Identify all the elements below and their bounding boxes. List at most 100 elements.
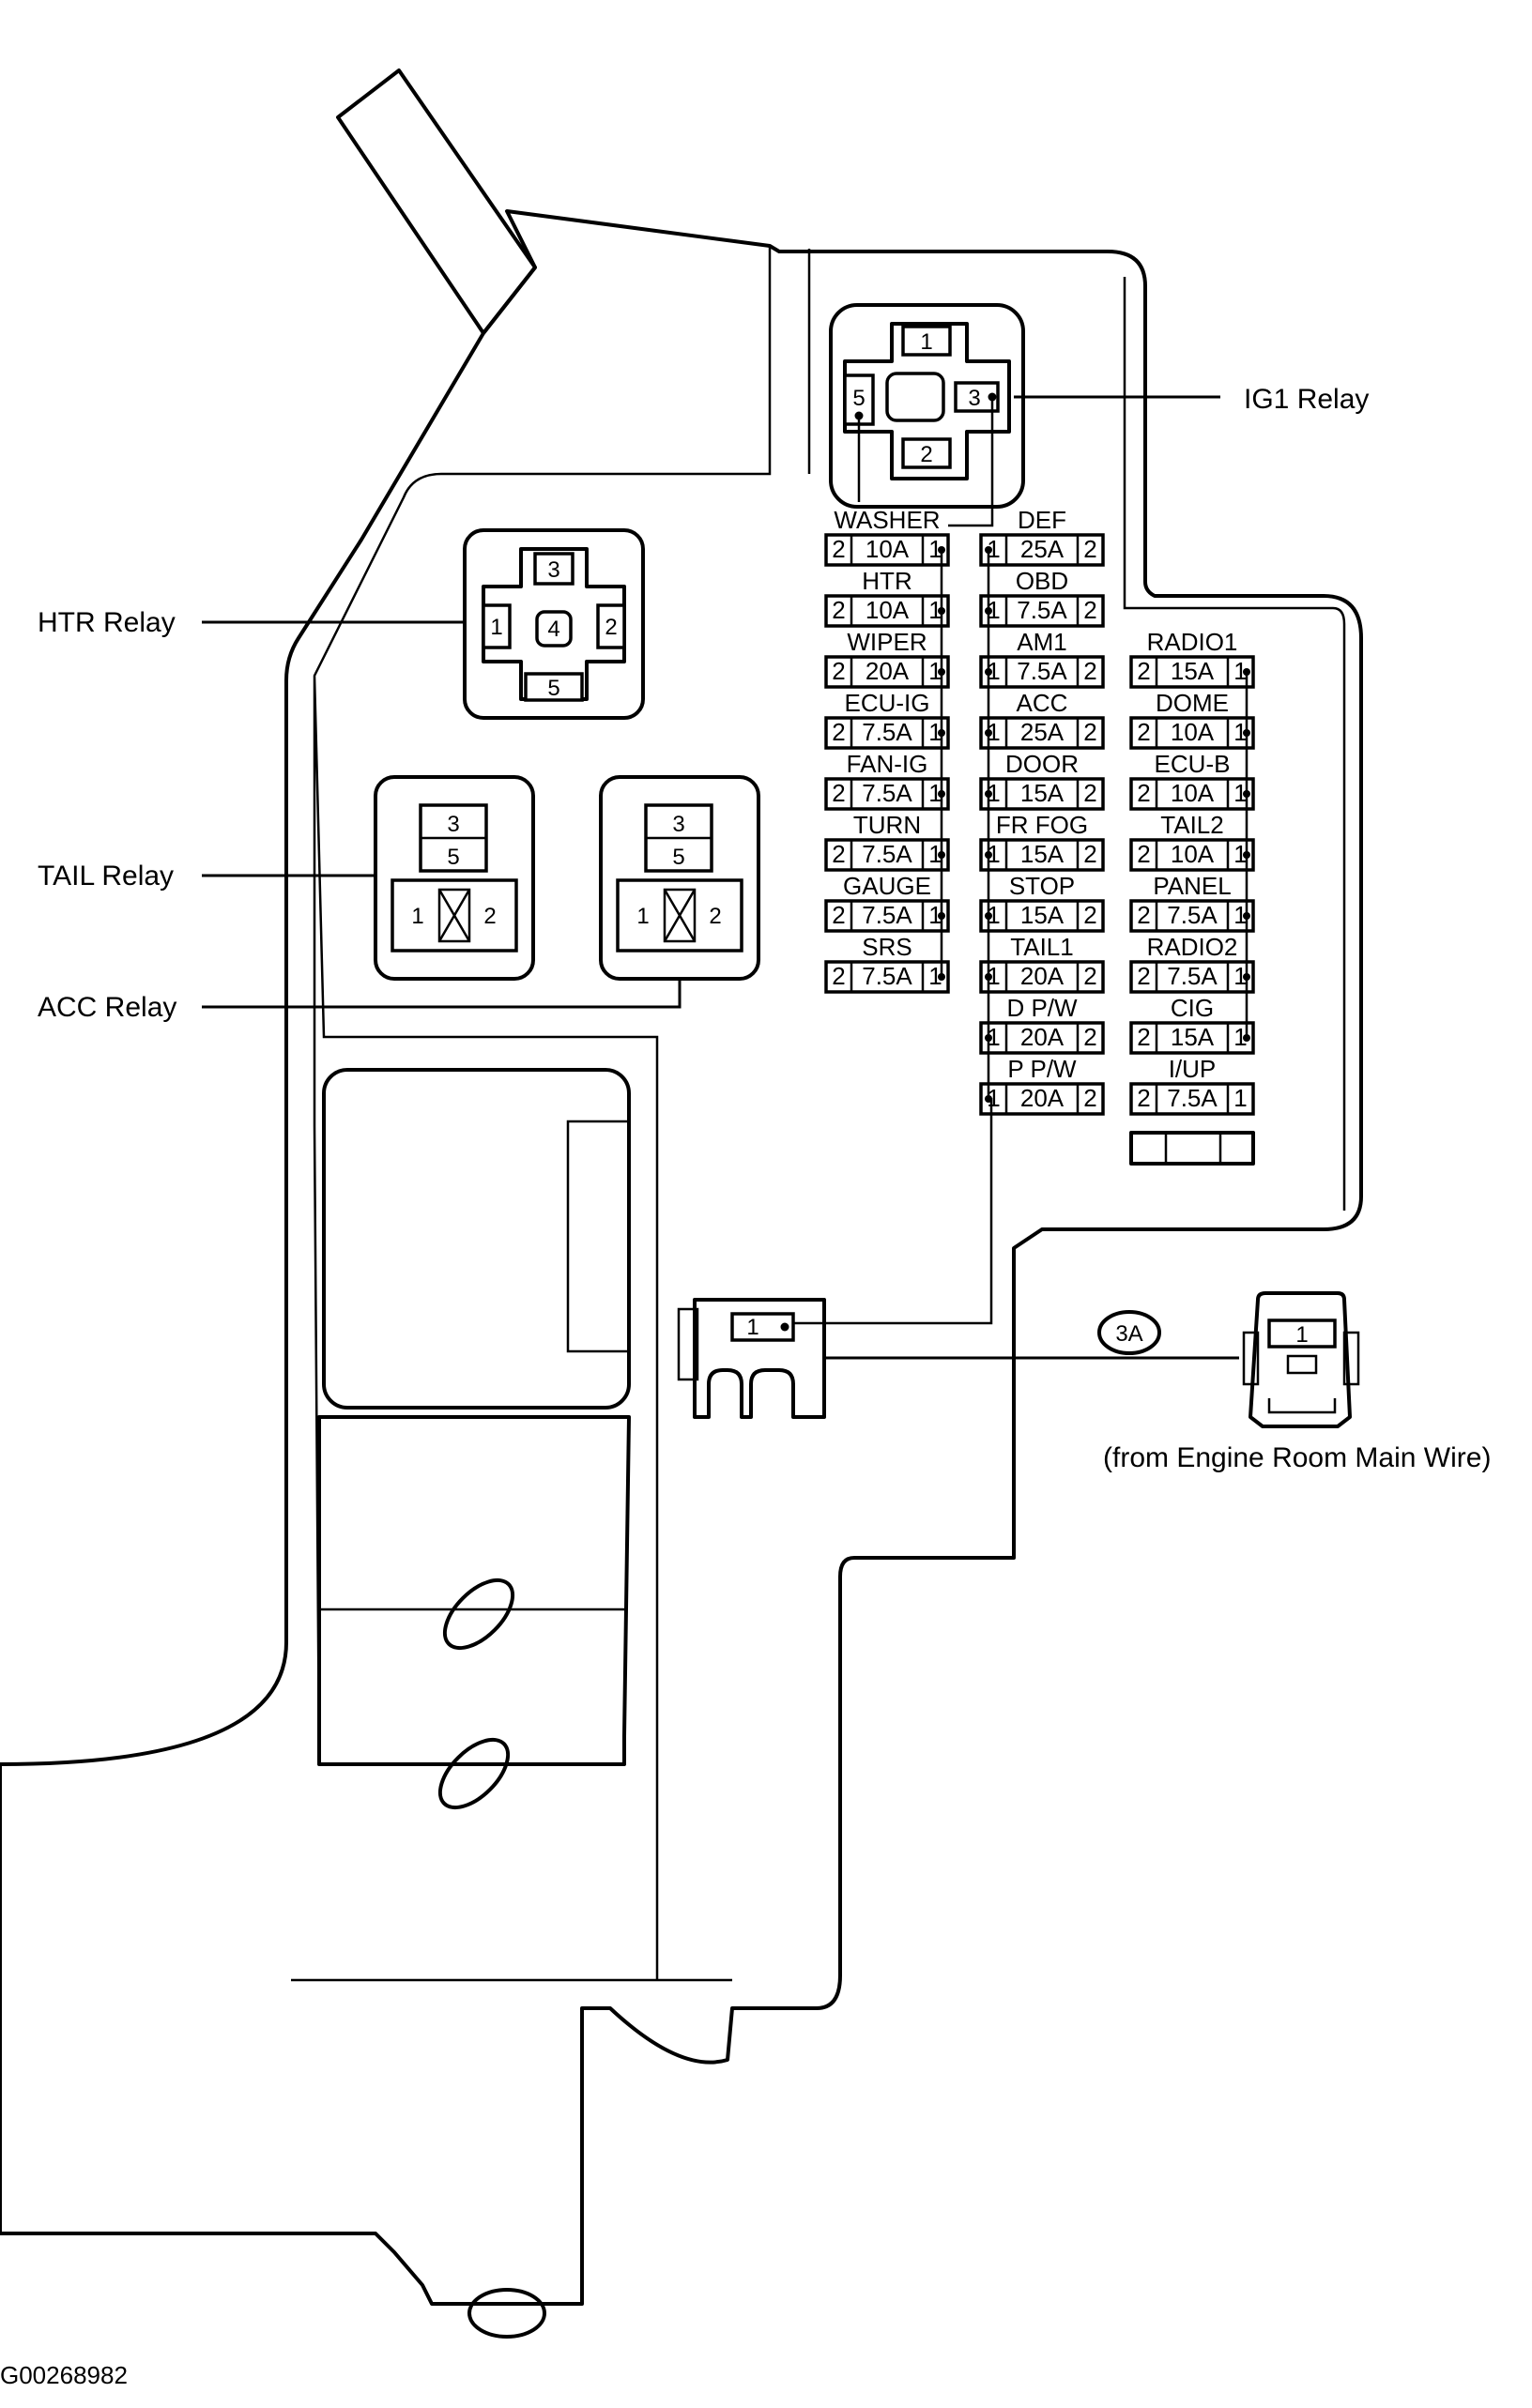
fuse-wiper-rating: 20A — [866, 657, 910, 685]
fuse-fr-fog-name: FR FOG — [996, 811, 1088, 839]
fuse-tail2-left-terminal: 2 — [1137, 840, 1150, 868]
fuse-wiper-left-terminal: 2 — [832, 657, 845, 685]
fuse-stop-left-terminal: 1 — [987, 901, 1000, 929]
fuse-panel-strip — [1129, 899, 1255, 933]
mount-hole-1 — [442, 1577, 515, 1651]
mating-connector-latch-right — [1342, 1331, 1360, 1386]
fuse-acc-rating: 25A — [1020, 718, 1065, 746]
fuse-radio1-left-terminal: 2 — [1137, 657, 1150, 685]
fuse-radio2-name: RADIO2 — [1147, 933, 1238, 961]
ig1-pin-2-box — [901, 437, 952, 469]
fuse-ecu-ig-strip — [824, 716, 950, 750]
ig1-pin-2: 2 — [920, 442, 932, 467]
ig1-pin-3: 3 — [968, 386, 980, 411]
fuse-turn-rating: 7.5A — [862, 840, 912, 868]
fuse-turn-right-terminal: 1 — [928, 840, 942, 868]
fuse-cig-left-terminal: 2 — [1137, 1023, 1150, 1051]
fuse-acc-right-terminal: 2 — [1083, 718, 1096, 746]
fuse-obd-name: OBD — [1016, 567, 1068, 595]
fuse-dome-left-terminal: 2 — [1137, 718, 1150, 746]
acc-x-box — [663, 888, 697, 943]
fuse-fr-fog-strip — [979, 838, 1105, 872]
fuse-i-up-left-terminal: 2 — [1137, 1084, 1150, 1112]
fuse-tail2-name: TAIL2 — [1160, 811, 1223, 839]
acc-x-line-2 — [663, 889, 697, 942]
fuse-panel-left-terminal: 2 — [1137, 901, 1150, 929]
connector-code-bubble — [1097, 1310, 1161, 1355]
fuse-cig-right-terminal: 1 — [1233, 1023, 1247, 1051]
fuse-panel-right-terminal: 1 — [1233, 901, 1247, 929]
fuse-fan-ig-name: FAN-IG — [847, 750, 928, 778]
fuse-tail1-strip — [979, 960, 1105, 994]
fuse-am1-left-terminal: 1 — [987, 657, 1000, 685]
fuse-fr-fog-right-terminal: 2 — [1083, 840, 1096, 868]
housing-outline — [0, 69, 1363, 2339]
recess-slot — [566, 1120, 631, 1353]
fuse-d-p-w-rating: 20A — [1020, 1023, 1065, 1051]
fuse-cig-strip — [1129, 1021, 1255, 1055]
fuse-gauge-strip — [824, 899, 950, 933]
mount-hole-3 — [467, 2288, 546, 2339]
htr-pin-3-box — [533, 552, 574, 586]
fuse-d-p-w-right-terminal: 2 — [1083, 1023, 1096, 1051]
fuse-tail2-rating: 10A — [1171, 840, 1215, 868]
acc-leader-line — [202, 979, 682, 1009]
fuse-door-strip — [979, 777, 1105, 811]
mating-connector: 1 (from Engine Room Main Wire) — [1103, 1291, 1491, 1473]
ig1-pin-1-box — [901, 325, 952, 357]
fuse-cig-name: CIG — [1171, 994, 1214, 1022]
fuse-p-p-w-rating: 20A — [1020, 1084, 1065, 1112]
ig1-relay-label: IG1 Relay — [1244, 384, 1369, 415]
fuse-ecu-b-rating: 10A — [1171, 779, 1215, 807]
fuse-obd-left-terminal: 1 — [987, 596, 1000, 624]
fuse-turn-strip — [824, 838, 950, 872]
ig1-pin-5: 5 — [852, 386, 865, 411]
htr-pin-5: 5 — [547, 676, 559, 701]
fuse-tail2-right-terminal: 1 — [1233, 840, 1247, 868]
fuse-gauge-right-terminal: 1 — [928, 901, 942, 929]
fuse-tail1-right-terminal: 2 — [1083, 962, 1096, 990]
acc-pin-5: 5 — [672, 845, 684, 870]
acc-pin-3: 3 — [672, 812, 684, 837]
fuse-door-rating: 15A — [1020, 779, 1065, 807]
fuse-htr-strip — [824, 594, 950, 628]
fuse-door-name: DOOR — [1005, 750, 1079, 778]
fuse-fan-ig-left-terminal: 2 — [832, 779, 845, 807]
fuse-washer-right-terminal: 1 — [928, 535, 942, 563]
fuse-htr-left-terminal: 2 — [832, 596, 845, 624]
fuse-radio2-rating: 7.5A — [1167, 962, 1218, 990]
fuse-dome-right-terminal: 1 — [1233, 718, 1247, 746]
fuse-ecu-b-right-terminal: 1 — [1233, 779, 1247, 807]
fuse-wiper-strip — [824, 655, 950, 689]
mating-connector-pin: 1 — [1295, 1322, 1308, 1348]
fuse-am1-strip — [979, 655, 1105, 689]
htr-pin-4: 4 — [547, 617, 559, 642]
fuse-turn-name: TURN — [853, 811, 921, 839]
htr-relay-label: HTR Relay — [38, 607, 176, 638]
fuse-srs-left-terminal: 2 — [832, 962, 845, 990]
fuse-srs-rating: 7.5A — [862, 962, 912, 990]
fuse-panel-rating: 7.5A — [1167, 901, 1218, 929]
ig1-relay: 1 5 3 2 IG1 Relay — [829, 303, 1369, 509]
htr-relay-body — [482, 547, 626, 701]
fuse-door-right-terminal: 2 — [1083, 779, 1096, 807]
fuse-dome-name: DOME — [1156, 689, 1229, 717]
outer-outline — [0, 209, 1363, 2306]
fuse-acc-strip — [979, 716, 1105, 750]
fuse-tail1-rating: 20A — [1020, 962, 1065, 990]
mating-connector-latch-left — [1242, 1331, 1260, 1386]
